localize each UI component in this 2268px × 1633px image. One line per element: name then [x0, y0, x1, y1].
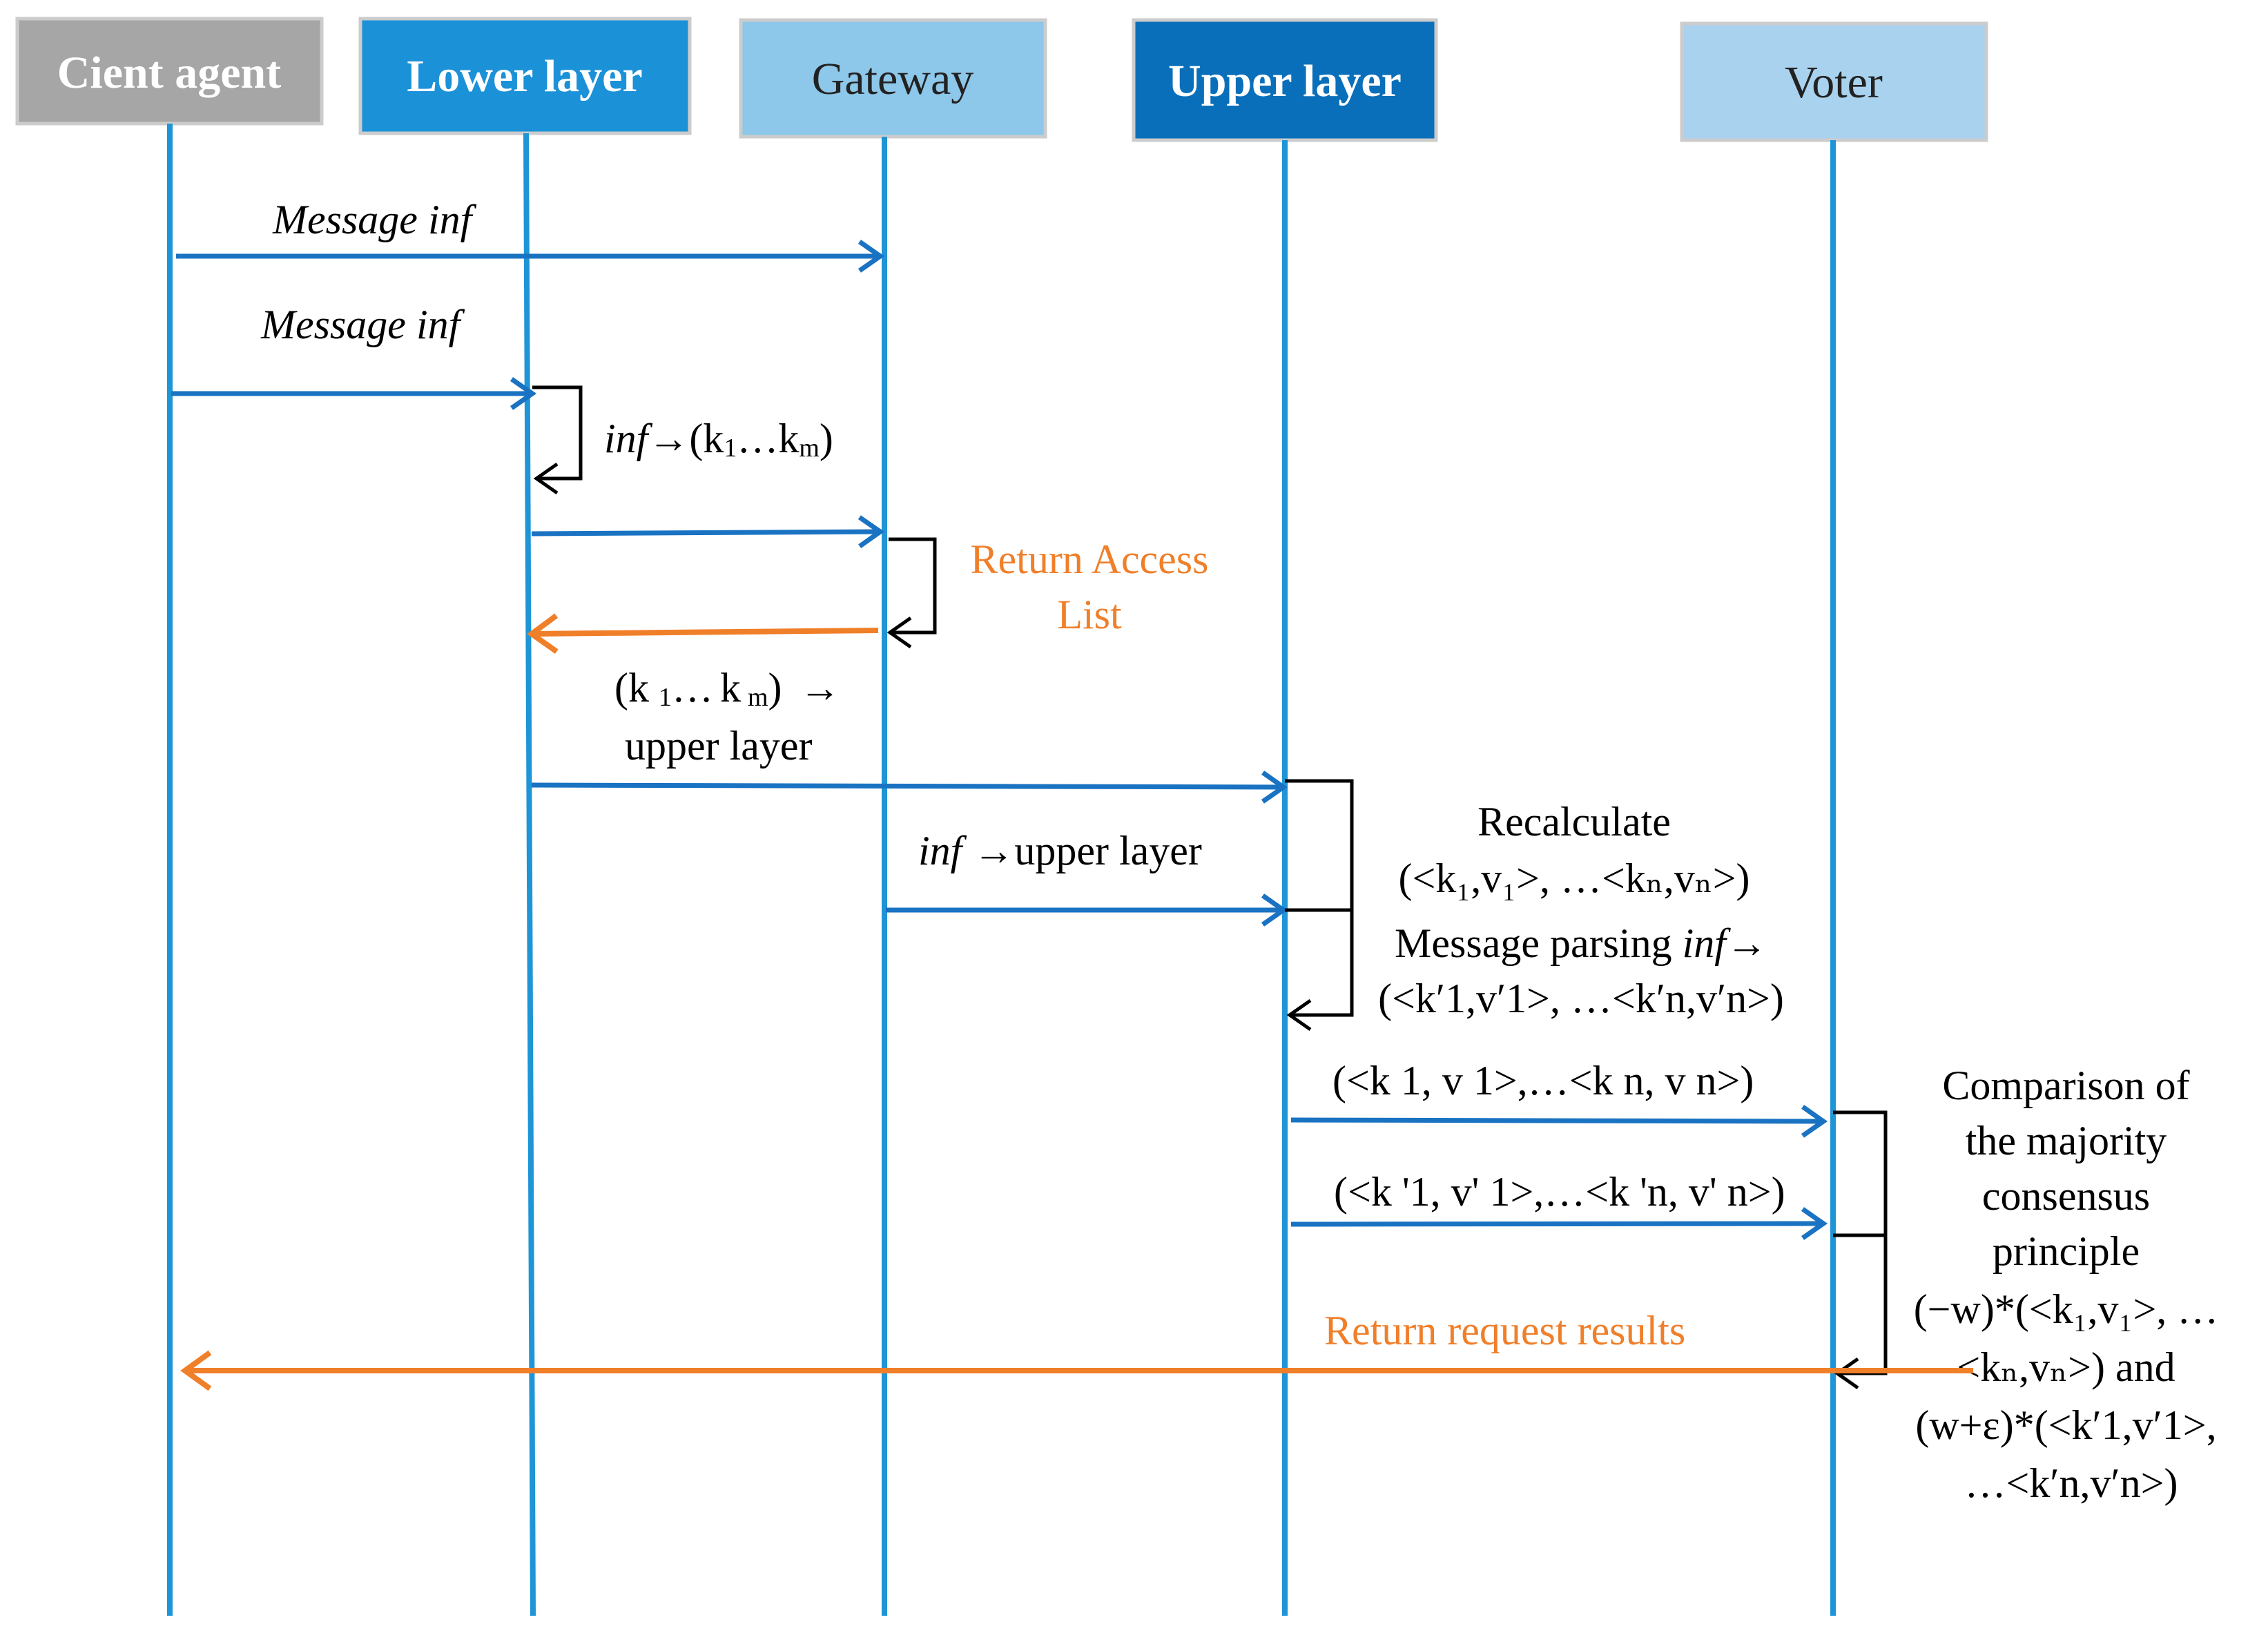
message-upper-to-voter-1-label: (<k 1, v 1>,…<k n, v n>): [1332, 1058, 1754, 1103]
message-lower-to-upper-arrow: [531, 771, 1288, 804]
message-client-to-gateway-label: Message inf: [272, 197, 477, 242]
participant-label: Upper layer: [1168, 56, 1402, 106]
participant-client-agent: Cient agent: [15, 17, 324, 126]
participant-label: Voter: [1785, 57, 1883, 108]
participant-upper-layer: Upper layer: [1132, 18, 1438, 142]
participant-box: [358, 17, 692, 135]
lifeline-lower-layer: [523, 133, 536, 1616]
comparison-label: Comparison of the majority consensus pri…: [1914, 1063, 2229, 1506]
participant-box: [15, 17, 324, 126]
message-lower-to-upper-label-line2: upper layer: [625, 723, 813, 769]
message-gateway-to-upper-label: inf→upper layer: [918, 828, 1202, 873]
message-upper-to-voter-1-arrow: [1290, 1105, 1828, 1138]
message-parsing-label-line1: Message parsing inf→: [1395, 920, 1767, 966]
recalculate-label-line2: (<k₁,v₁>, …<kₙ,vₙ>): [1398, 856, 1750, 901]
gateway-self-call-arrow: [886, 537, 937, 649]
return-access-list-arrow: [527, 613, 879, 654]
lower-self-call-arrow: [532, 385, 583, 495]
participant-gateway: Gateway: [739, 18, 1047, 139]
participant-lower-layer: Lower layer: [358, 17, 692, 135]
message-lower-to-gateway-arrow: [531, 515, 885, 549]
return-access-list-label-line2: List: [1057, 592, 1122, 637]
upper-self-call-parsing-arrow: [1285, 908, 1354, 1032]
message-client-to-lower-label: Message inf: [260, 302, 465, 347]
participant-box: [1132, 18, 1438, 142]
return-access-list-label-line1: Return Access: [971, 537, 1209, 582]
participant-voter: Voter: [1680, 21, 1988, 142]
participant-label: Lower layer: [407, 51, 643, 102]
recalculate-label-line1: Recalculate: [1477, 799, 1671, 844]
message-parsing-label-line2: (<k′1,v′1>, …<k′n,v′n>): [1378, 976, 1784, 1021]
voter-self-call-comparison: [1833, 1110, 1888, 1237]
return-request-results-label: Return request results: [1324, 1308, 1685, 1353]
participant-label: Cient agent: [57, 48, 281, 98]
upper-self-call-recalculate: [1285, 779, 1354, 912]
voter-self-call-arrow: [1833, 1233, 1888, 1390]
message-upper-to-voter-2-label: (<k '1, v' 1>,…<k 'n, v' n>): [1334, 1169, 1785, 1215]
lower-self-call-label: inf→(k1…km): [604, 416, 833, 463]
participant-box: [739, 18, 1047, 139]
participant-label: Gateway: [812, 54, 974, 104]
